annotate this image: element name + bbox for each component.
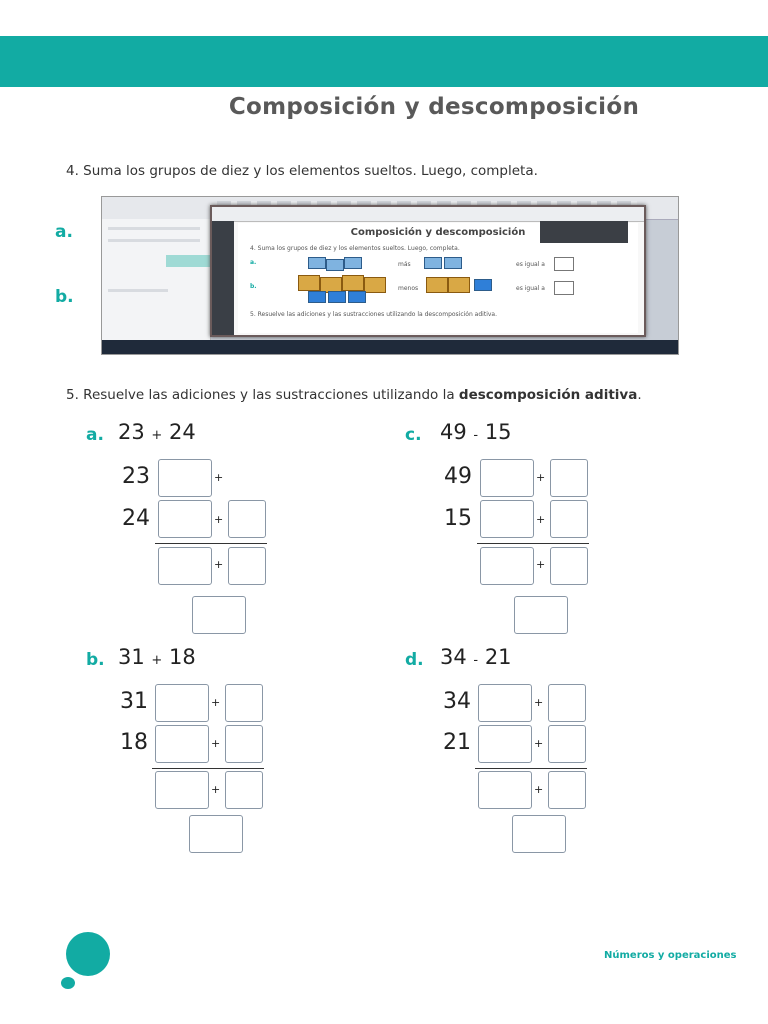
screenshot-left-pane <box>102 219 211 341</box>
sum-line <box>477 543 589 544</box>
exercise-5-instruction: 5. Resuelve las adiciones y las sustracc… <box>66 387 642 403</box>
answer-box[interactable] <box>228 547 266 585</box>
problem-c-row1-number: 49 <box>444 464 472 489</box>
answer-box[interactable] <box>155 684 209 722</box>
plus-sign: + <box>536 558 546 571</box>
problem-a-letter: a. <box>86 425 104 445</box>
problem-c-n1: 49 <box>440 420 467 444</box>
screenshot-inner-window: Composición y descomposición 4. Suma los… <box>210 205 646 337</box>
problem-d-n1: 34 <box>440 645 467 669</box>
exercise-4-label-a: a. <box>55 222 73 242</box>
answer-box[interactable] <box>548 684 586 722</box>
problem-d-expression: 34 - 21 <box>440 645 512 669</box>
screenshot-inner-igual-a-2: es igual a <box>516 285 545 292</box>
problem-d-row2-number: 21 <box>443 730 471 755</box>
screenshot-inner-a: a. <box>250 259 257 266</box>
plus-sign: + <box>211 737 221 750</box>
problem-c-n2: 15 <box>484 420 512 444</box>
exercise-5-instruction-text: 5. Resuelve las adiciones y las sustracc… <box>66 387 459 403</box>
plus-sign: + <box>534 783 544 796</box>
problem-b-expression: 31 + 18 <box>118 645 196 669</box>
problem-b-row2-number: 18 <box>120 730 148 755</box>
plus-sign: + <box>211 696 221 709</box>
screenshot-inner-b: b. <box>250 283 257 290</box>
plus-sign: + <box>536 471 546 484</box>
answer-box[interactable] <box>478 725 532 763</box>
plus-sign: + <box>214 471 224 484</box>
problem-a-op: + <box>151 428 163 443</box>
plus-sign: + <box>214 513 224 526</box>
problem-c-row2-number: 15 <box>444 506 472 531</box>
plus-sign: + <box>536 513 546 526</box>
answer-box[interactable] <box>550 500 588 538</box>
answer-box[interactable] <box>550 547 588 585</box>
plus-sign: + <box>534 737 544 750</box>
problem-b-letter: b. <box>86 650 105 670</box>
screenshot-teal-strip <box>166 255 222 267</box>
footer-section-name: Números y operaciones <box>604 950 737 961</box>
plus-sign: + <box>211 783 221 796</box>
result-box[interactable] <box>514 596 568 634</box>
answer-box[interactable] <box>480 500 534 538</box>
answer-box[interactable] <box>158 459 212 497</box>
page-title: Composición y descomposición <box>228 94 640 120</box>
plus-sign: + <box>214 558 224 571</box>
answer-box[interactable] <box>225 684 263 722</box>
answer-box[interactable] <box>155 725 209 763</box>
screenshot-inner-line2: 5. Resuelve las adiciones y las sustracc… <box>250 311 497 318</box>
answer-box[interactable] <box>158 547 212 585</box>
logo-dot-small <box>61 977 75 989</box>
answer-box[interactable] <box>478 771 532 809</box>
problem-d-n2: 21 <box>484 645 512 669</box>
problem-c-op: - <box>473 428 479 443</box>
sum-line <box>155 543 267 544</box>
answer-box[interactable] <box>480 547 534 585</box>
screenshot-taskbar <box>102 340 678 354</box>
answer-box[interactable] <box>548 771 586 809</box>
answer-box[interactable] <box>155 771 209 809</box>
answer-box[interactable] <box>478 684 532 722</box>
screenshot-inner-igual-a-1: es igual a <box>516 261 545 268</box>
problem-c-expression: 49 - 15 <box>440 420 512 444</box>
screenshot-inner-menos: menos <box>398 285 419 292</box>
problem-b-row1-number: 31 <box>120 689 148 714</box>
answer-box[interactable] <box>158 500 212 538</box>
result-box[interactable] <box>189 815 243 853</box>
logo-dot-large <box>66 932 110 976</box>
sum-line <box>152 768 264 769</box>
screenshot-inner-title: Composición y descomposición <box>350 227 526 238</box>
problem-a-n2: 24 <box>169 420 196 444</box>
problem-a-row2-number: 24 <box>122 506 150 531</box>
problem-a-expression: 23 + 24 <box>118 420 196 444</box>
problem-a-n1: 23 <box>118 420 145 444</box>
header-band <box>0 36 768 87</box>
result-box[interactable] <box>192 596 246 634</box>
result-box[interactable] <box>512 815 566 853</box>
embedded-screenshot: Composición y descomposición 4. Suma los… <box>101 196 679 355</box>
screenshot-inner-line1: 4. Suma los grupos de diez y los element… <box>250 245 460 252</box>
problem-c-letter: c. <box>405 425 422 445</box>
answer-box[interactable] <box>228 500 266 538</box>
answer-box[interactable] <box>550 459 588 497</box>
problem-b-n2: 18 <box>169 645 196 669</box>
problem-b-op: + <box>151 653 163 668</box>
exercise-4-label-b: b. <box>55 287 74 307</box>
problem-d-row1-number: 34 <box>443 689 471 714</box>
exercise-5-instruction-end: . <box>637 387 642 403</box>
answer-box[interactable] <box>225 771 263 809</box>
sum-line <box>475 768 587 769</box>
exercise-4-instruction: 4. Suma los grupos de diez y los element… <box>66 163 538 179</box>
problem-b-n1: 31 <box>118 645 145 669</box>
problem-d-letter: d. <box>405 650 424 670</box>
problem-a-row1-number: 23 <box>122 464 150 489</box>
answer-box[interactable] <box>225 725 263 763</box>
exercise-5-instruction-bold: descomposición aditiva <box>458 387 638 403</box>
plus-sign: + <box>534 696 544 709</box>
answer-box[interactable] <box>480 459 534 497</box>
problem-d-op: - <box>473 653 479 668</box>
screenshot-tooltip <box>540 221 628 243</box>
screenshot-inner-mas: más <box>398 261 411 268</box>
answer-box[interactable] <box>548 725 586 763</box>
